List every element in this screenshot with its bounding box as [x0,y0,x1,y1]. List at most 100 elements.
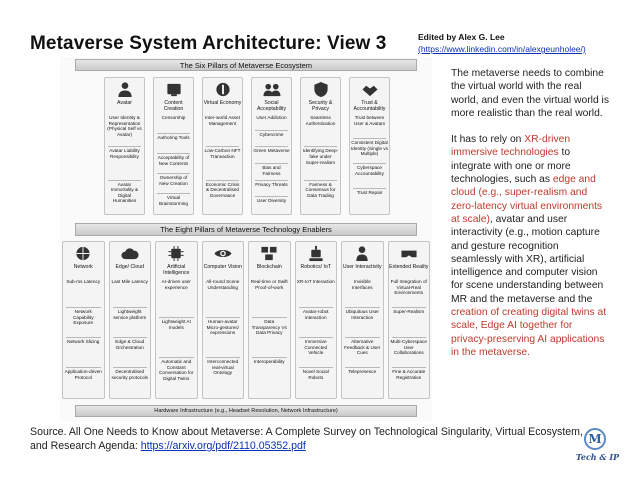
item-divider [112,367,147,368]
pillar-item: User Diversity [256,198,287,204]
pillar-item: Privacy Threats [255,181,288,187]
pillar-item: Decentralised security protocols [111,369,148,380]
text-run: It has to rely on [451,134,525,146]
pillar-item: Virtual Brainstorming [159,195,188,206]
item-divider [205,357,240,358]
pillar-item: Avatar Liability Responsibility [109,148,140,159]
eight-pillars-banner: The Eight Pillars of Metaverse Technolog… [75,223,417,236]
item-divider [345,337,380,338]
pillar-item: Avatar-robot interaction [302,309,329,320]
item-divider [206,179,239,181]
item-divider [157,173,190,174]
pillar-item: Cybercrime [259,131,284,137]
item-divider [206,146,239,148]
robotics-icon [306,245,326,262]
side-paragraph-2: It has to rely on XR-driven immersive te… [451,133,611,359]
item-divider [304,146,337,148]
network-icon [73,245,93,262]
hardware-banner: Hardware Infrastructure (e.g., Headset R… [75,405,417,417]
pillar-item: Lightweight AI models [161,319,191,330]
item-divider [255,163,288,164]
avatar-icon [115,81,135,98]
pillar-name: Extended Reality [389,264,429,270]
pillar-name: Virtual Economy [203,100,242,106]
pillar-item: Novel Social Robots [302,369,329,380]
pillar-item: Acceptability of New Contents [157,155,190,166]
item-divider [298,307,333,308]
item-divider [157,133,190,134]
pillar-item: Trust between User & Avatars [353,115,386,126]
cloud-icon [120,245,140,262]
source-link[interactable]: https://arxiv.org/pdf/2110.05352.pdf [140,440,306,452]
text-run: , avatar and user interactivity (e.g., m… [451,213,604,305]
pillar-item: Lightweight service platform [113,309,147,320]
social-icon [262,81,282,98]
item-divider [391,307,426,308]
pillar-item: Trust Repair [356,190,383,195]
pillar-item: Sub-ms Latency [66,279,101,284]
pillar-item: Super-Realism [393,309,425,314]
pillar-item: Network Capability Exposure [72,309,94,326]
item-divider [298,367,333,368]
pillar-item: Green Metaverse [253,148,290,154]
highlight-run: creation of creating digital twins at sc… [451,307,607,358]
item-divider [353,188,386,189]
ai-icon [166,245,186,262]
pillar-name: Trust & Accountability [353,100,386,112]
pillar-item: Last Mile Latency [111,279,148,284]
architecture-diagram: The Six Pillars of Metaverse Ecosystem A… [60,57,432,421]
security-icon [311,81,331,98]
item-divider [252,317,287,318]
pillar-item: Application-driven Protocol [64,369,102,380]
pillar-item: Consistent Digital Identity (Single vs M… [351,140,388,157]
item-divider [252,357,287,358]
pillar-name: Security & Privacy [308,100,333,112]
pillar-name: Edge/ Cloud [115,264,145,270]
virtual-economy-icon [213,81,233,98]
six-pillars-banner: The Six Pillars of Metaverse Ecosystem [75,59,417,71]
pillar-name: Social Acceptability [256,100,287,112]
page-title: Metaverse System Architecture: View 3 [30,33,387,54]
pillar-name: Network [73,264,93,270]
pillar-name: Blockchain [256,264,282,270]
item-divider [255,196,288,198]
item-divider [345,307,380,308]
pillar-item: Inter-world Asset Management [205,115,240,126]
logo-mark: M [584,428,606,450]
tech-ip-logo: M Tech & IP [570,428,625,468]
pillar-item: Economic Crisis & Decentralised Governan… [205,181,240,198]
pillar-item: Interoperability [253,359,285,364]
pillar-name: Robotics/ IoT [300,264,332,270]
highlight-run: XR-driven immersive technologies [451,134,571,159]
item-divider [255,146,288,148]
pillar-item: Network Slicing [67,339,100,344]
pillar-item: Invisible Interfaces [351,279,373,290]
pillar-item: Human-avatar Micro-gestures/ expressions [206,319,239,336]
item-divider [66,367,101,368]
pillar-item: Alternative Feedback & User Cues [344,339,381,356]
pillar-item: Fairness & Consensus for Data Trading [305,181,336,198]
pillar-item: Interconnected real-virtual Ontology [207,359,239,376]
pillar-item: Full Integration of Virtual-Real Environ… [390,279,427,296]
text-run: to integrate with one or more technologi… [451,147,571,186]
pillar-item: Seamless Authentication [305,115,336,126]
content-creation-icon [164,81,184,98]
pillar-item: Identifying Deep-fake under Super-realis… [302,148,339,165]
item-divider [159,357,194,358]
pillar-item: Low-Carbon NFT Transaction [204,148,241,159]
pillar-item: Edge & Cloud Orchestration [115,339,145,350]
pillar-item: Data Transparency Vs Data Privacy [251,319,287,336]
item-divider [345,367,380,368]
pillar-item: Ownership of New Creation [159,175,188,186]
item-divider [255,129,288,131]
item-divider [391,367,426,368]
item-divider [108,179,141,181]
editor-link[interactable]: (https://www.linkedin.com/in/alexgeunhol… [418,44,586,54]
